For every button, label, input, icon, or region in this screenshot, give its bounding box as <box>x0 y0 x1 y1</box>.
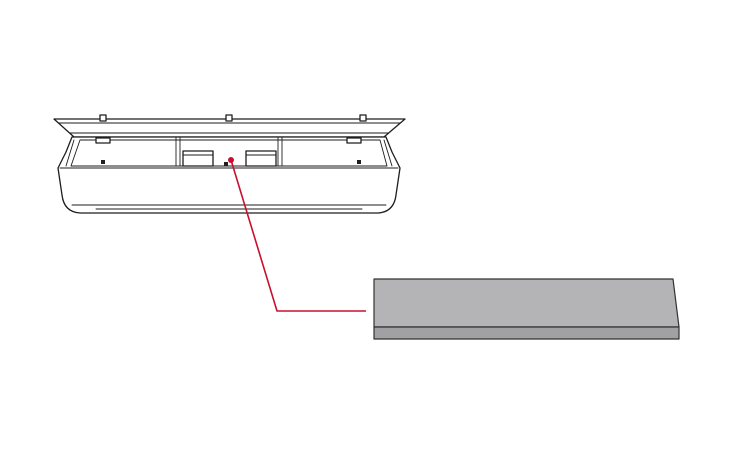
filter-slot-right <box>245 150 277 167</box>
clip-right <box>357 160 361 164</box>
clip-center <box>224 162 228 166</box>
bracket-left <box>95 137 111 144</box>
panel-tab-center <box>225 114 233 122</box>
bracket-right <box>346 137 362 144</box>
leader <box>228 157 366 312</box>
air-filter <box>373 278 680 340</box>
unit-body <box>57 136 401 214</box>
air-filter-side <box>373 326 680 340</box>
leader-line <box>230 159 366 312</box>
filter-slot-left <box>182 150 214 167</box>
indoor-unit <box>53 114 406 214</box>
panel-tab-right <box>359 114 367 122</box>
side-rib-left <box>65 139 75 167</box>
clip-left <box>101 160 105 164</box>
side-rib-right <box>383 139 393 167</box>
air-filter-front <box>373 278 680 328</box>
front-panel-open <box>53 118 406 138</box>
panel-tab-left <box>99 114 107 122</box>
unit-cavity <box>70 139 388 167</box>
